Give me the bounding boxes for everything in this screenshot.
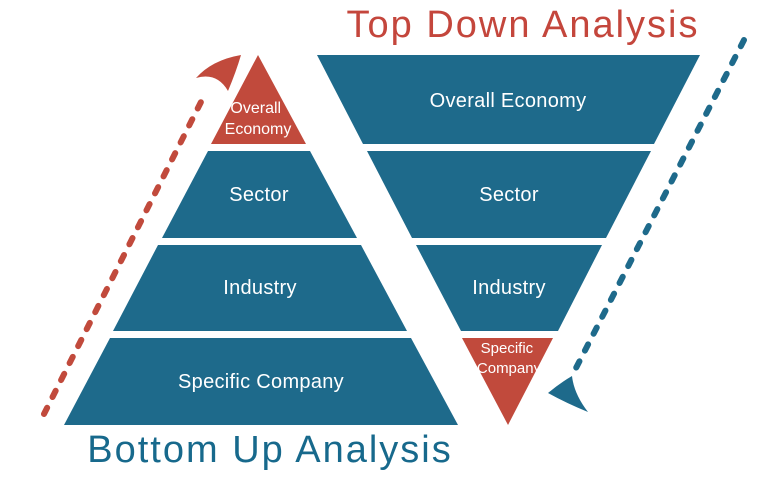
bottom-up-arrow-line xyxy=(41,89,209,417)
top-down-level-overall-economy-label: Overall Economy xyxy=(430,90,587,112)
bottom-up-level-overall-economy xyxy=(211,55,306,144)
top-down-pyramid: Overall Economy Sector Industry Specific… xyxy=(317,55,700,425)
top-down-arrow-line xyxy=(572,37,747,373)
bottom-up-level-sector xyxy=(162,151,357,238)
top-down-level-sector-label: Sector xyxy=(479,184,539,206)
top-down-arrow xyxy=(548,37,747,412)
bottom-up-arrow xyxy=(41,55,241,417)
top-down-level-overall-economy xyxy=(317,55,700,144)
bottom-up-title: Bottom Up Analysis xyxy=(87,429,452,471)
bottom-up-level-specific-company xyxy=(64,338,458,425)
top-down-level-specific-company xyxy=(462,338,553,425)
top-down-arrowhead-icon xyxy=(548,376,588,412)
top-down-level-industry xyxy=(416,245,602,331)
top-down-title: Top Down Analysis xyxy=(347,4,700,46)
bottom-up-level-specific-company-label: Specific Company xyxy=(178,371,344,393)
bottom-up-level-industry xyxy=(113,245,407,331)
bottom-up-pyramid: Overall Economy Sector Industry Specific… xyxy=(64,55,458,425)
bottom-up-level-industry-label: Industry xyxy=(223,277,297,299)
bottom-up-arrowhead-icon xyxy=(196,55,241,91)
top-down-level-sector xyxy=(367,151,651,238)
bottom-up-level-overall-economy-label: Overall Economy xyxy=(225,100,292,138)
top-down-level-specific-company-label: Specific Company xyxy=(477,340,542,377)
bottom-up-level-sector-label: Sector xyxy=(229,184,289,206)
top-down-level-industry-label: Industry xyxy=(472,277,546,299)
